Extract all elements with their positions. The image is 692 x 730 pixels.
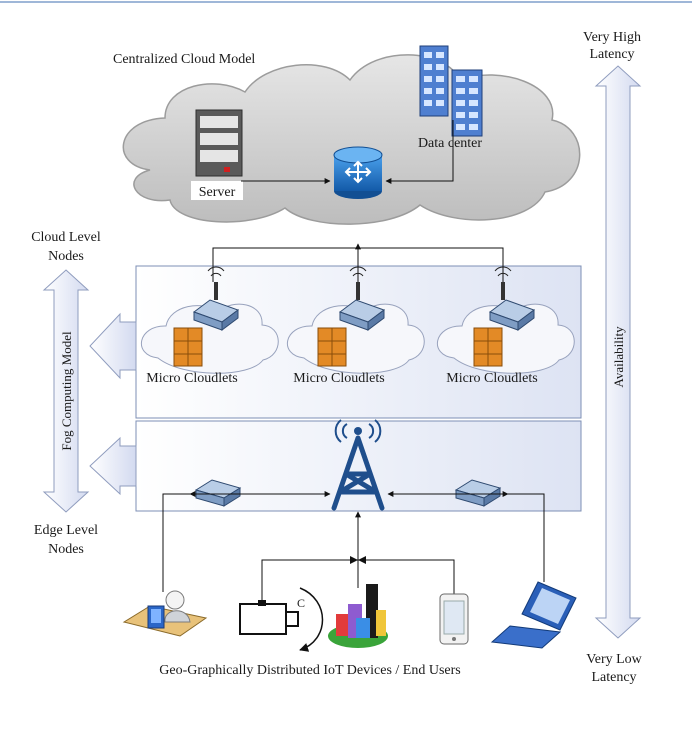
cloud-title: Centralized Cloud Model [113, 52, 255, 67]
camera-icon [239, 587, 324, 652]
cloud-level-label-line1: Cloud Level [31, 230, 101, 245]
edge-links [162, 491, 545, 602]
devices-caption: Geo-Graphically Distributed IoT Devices … [159, 663, 460, 678]
datacenter-label: Data center [418, 136, 482, 151]
fog-model-double-arrow [42, 269, 90, 513]
very-low-latency-line1: Very Low [586, 652, 642, 667]
server-label-box [191, 181, 243, 200]
cloudlet-unit-2 [287, 266, 425, 374]
cell-tower-icon [331, 419, 385, 511]
cloud-level-label-line2: Nodes [48, 249, 84, 264]
availability-label: Availability [611, 326, 626, 388]
smart-city-icon [328, 584, 388, 648]
fog-model-label: Fog Computing Model [59, 331, 74, 451]
cloud-links [241, 120, 454, 184]
availability-double-arrow [594, 65, 642, 639]
edge-level-label-line1: Edge Level [34, 523, 98, 538]
cloudlet-label-3: Micro Cloudlets [446, 371, 537, 386]
edge-layer-left-arrow [89, 436, 137, 496]
very-high-latency-line2: Latency [589, 47, 634, 62]
very-high-latency-line1: Very High [583, 30, 641, 45]
very-low-latency-line2: Latency [591, 670, 636, 685]
fog-layer-left-arrow [89, 312, 137, 380]
server-label: Server [199, 185, 236, 200]
mobile-phone-icon [439, 593, 469, 645]
desktop-user-icon [122, 590, 208, 637]
cloudlet-label-2: Micro Cloudlets [293, 371, 384, 386]
datacenter-icon [419, 45, 483, 137]
server-icon [195, 109, 243, 177]
camera-rotation-label: C [297, 596, 305, 610]
cloudlet-unit-3 [437, 266, 575, 374]
device-junction-arrows [350, 556, 366, 564]
central-hub-icon [333, 146, 383, 199]
cloudlet-label-1: Micro Cloudlets [146, 371, 237, 386]
laptop-icon [490, 581, 577, 649]
cloudlet-unit-1 [141, 266, 279, 374]
edge-level-label-line2: Nodes [48, 542, 84, 557]
fog-to-cloud-links [212, 243, 504, 282]
